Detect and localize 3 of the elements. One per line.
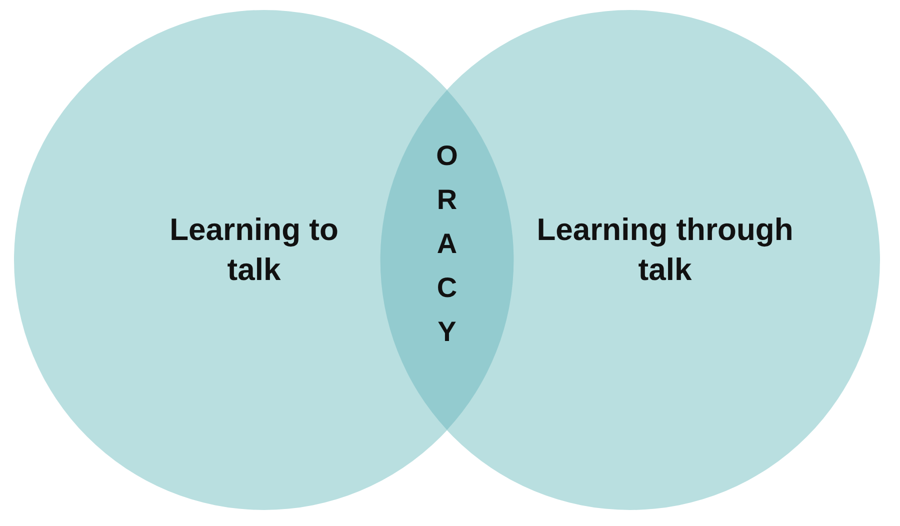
overlap-label: ORACY [435,139,459,349]
circle-label: Learning to talk [168,211,340,289]
circle-label: Learning through talk [536,211,794,289]
